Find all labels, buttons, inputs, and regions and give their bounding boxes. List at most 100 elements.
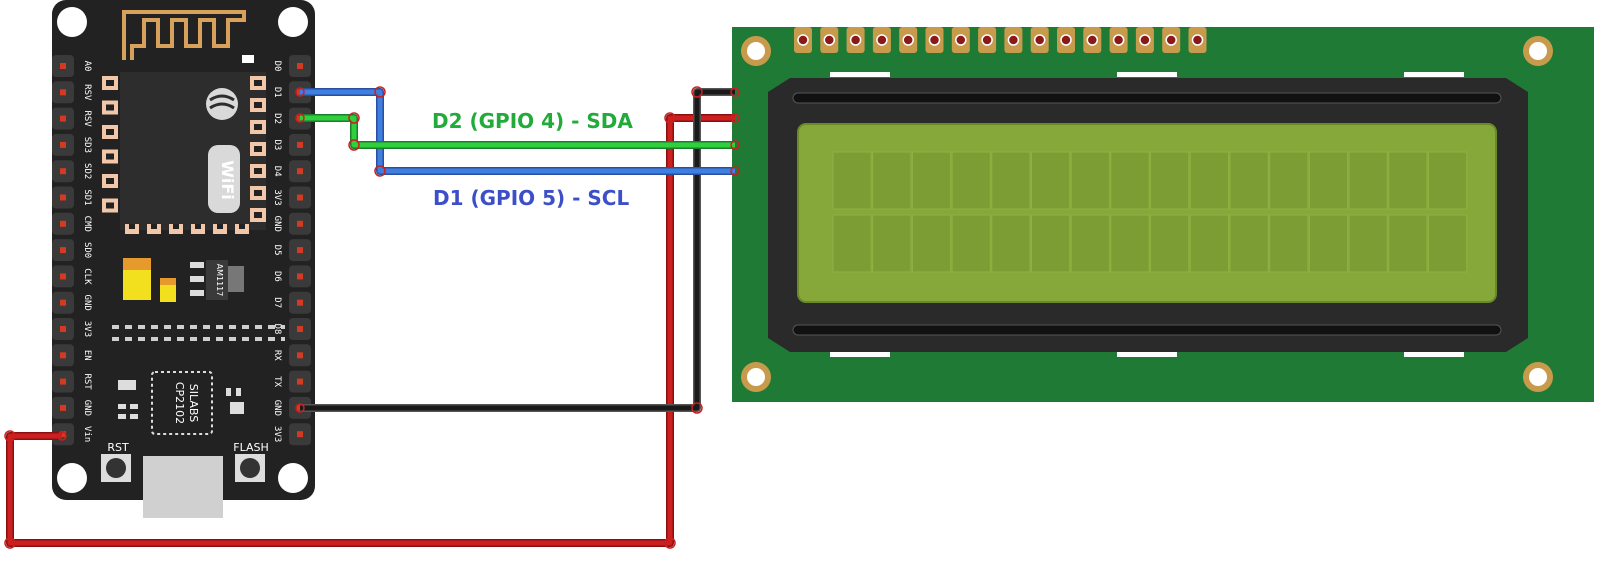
lcd-character-cell <box>1031 214 1071 273</box>
bend-marker <box>57 431 67 441</box>
right-header-pin-contact <box>297 352 303 359</box>
left-header-pins: A0RSVRSVSD3SD2SD1CMDSD0CLKGND3V3ENRSTGND… <box>52 55 92 446</box>
regulator-pin-3 <box>190 290 204 296</box>
lcd-header-pins <box>794 27 1207 53</box>
left-header-pin-contact <box>60 299 66 306</box>
lcd-character-cell <box>1428 151 1468 210</box>
right-header-pin-contact <box>297 431 303 438</box>
right-header-pin-contact <box>297 378 303 385</box>
esp-pad-hole <box>106 178 114 184</box>
bend-marker <box>691 402 703 414</box>
lcd-character-cell <box>1388 151 1428 210</box>
lcd-character-cell <box>1110 151 1150 210</box>
bend-marker <box>730 87 740 97</box>
lcd-character-cell <box>1189 214 1230 273</box>
lcd-header-pin-hole <box>1060 34 1072 46</box>
left-header-pin-contact <box>60 194 66 201</box>
right-pin-label: D3 <box>272 139 282 150</box>
mount-hole-bottom-left <box>57 463 87 493</box>
lcd-silk-top-3 <box>1404 72 1464 77</box>
lcd-character-cell <box>1150 151 1190 210</box>
left-header-pin-contact <box>60 431 66 438</box>
left-header-pin-contact <box>60 141 66 148</box>
right-pin-label: D8 <box>272 324 282 335</box>
lcd-character-cell <box>951 214 991 273</box>
sda-label: D2 (GPIO 4) - SDA <box>432 109 633 133</box>
right-pin-label: D4 <box>272 166 282 177</box>
bend-marker <box>295 113 305 123</box>
right-pin-label: GND <box>272 216 282 232</box>
left-header-pin-contact <box>60 378 66 385</box>
esp-right-pads <box>250 76 266 222</box>
bend-marker <box>374 86 386 98</box>
lcd-header-pin-hole <box>823 34 836 46</box>
bend-marker <box>348 139 360 151</box>
right-pin-label: D7 <box>272 297 282 308</box>
left-pin-label: GND <box>82 295 92 311</box>
lcd-character-cell <box>1229 151 1269 210</box>
lcd-character-cell <box>991 151 1031 210</box>
bend-marker <box>374 165 386 177</box>
lcd-character-cell <box>991 214 1031 273</box>
regulator-tab <box>228 266 244 292</box>
right-pin-label: TX <box>272 376 282 387</box>
esp-pad-hole <box>254 190 262 196</box>
lcd-character-cell <box>872 151 912 210</box>
left-header-pin-contact <box>60 63 66 69</box>
lcd-character-cell <box>911 151 952 210</box>
lcd-bezel-slot-top <box>792 92 1502 104</box>
lcd-header-pin-hole <box>981 34 993 46</box>
esp-pad-hole <box>254 168 262 174</box>
right-pin-label: RX <box>272 350 282 361</box>
lcd-character-cell <box>1308 214 1349 273</box>
smd-component-1 <box>118 380 136 390</box>
wifi-badge-text: WiFi <box>218 160 237 200</box>
lcd-character-cell <box>872 214 912 273</box>
lcd-module <box>732 27 1594 402</box>
left-pin-label: 3V3 <box>82 321 92 337</box>
lcd-character-grid <box>832 151 1468 273</box>
lcd-header-pin-hole <box>876 34 888 46</box>
esp-pad-hole <box>239 224 245 229</box>
left-header-pin-contact <box>60 352 66 359</box>
esp-pad-hole <box>254 80 262 86</box>
right-header-pin-contact <box>297 194 303 201</box>
left-header-pin-contact <box>60 326 66 332</box>
lcd-header-pin-hole <box>1139 34 1151 46</box>
lcd-character-cell <box>1348 151 1388 210</box>
right-pin-label: D0 <box>272 61 282 72</box>
esp-pad-hole <box>173 224 179 229</box>
right-pin-label: D6 <box>272 271 282 282</box>
regulator-label: AM1117 <box>215 264 224 297</box>
right-pin-label: D1 <box>272 87 282 98</box>
vcc-wire <box>7 115 735 546</box>
bend-marker <box>348 112 360 124</box>
lcd-hole-bottom-left <box>747 368 765 386</box>
left-header-pin-contact <box>60 273 66 280</box>
lcd-silk-top-2 <box>1117 72 1177 77</box>
left-pin-label: RST <box>82 373 92 390</box>
esp-pad-hole <box>106 80 114 86</box>
left-pin-label: GND <box>82 400 92 416</box>
regulator-pin-2 <box>190 276 204 282</box>
lcd-character-cell <box>1070 151 1110 210</box>
left-pin-label: RSV <box>82 84 92 101</box>
flash-label: FLASH <box>233 441 269 454</box>
left-header-pin-contact <box>60 89 66 96</box>
lcd-character-cell <box>1269 214 1309 273</box>
bend-marker <box>664 112 676 124</box>
lcd-character-cell <box>1308 151 1349 210</box>
esp-pad-hole <box>106 202 114 209</box>
right-header-pin-contact <box>297 299 303 306</box>
esp-pad-hole <box>254 146 262 152</box>
bend-marker <box>295 87 305 97</box>
lcd-character-cell <box>1428 214 1468 273</box>
right-pin-label: D5 <box>272 245 282 256</box>
left-header-pin-contact <box>60 404 66 411</box>
lcd-character-cell <box>951 151 991 210</box>
esp-pad-hole <box>254 124 262 130</box>
right-pin-label: GND <box>272 400 282 416</box>
mount-hole-top-left <box>57 7 87 37</box>
lcd-screen <box>797 123 1497 303</box>
